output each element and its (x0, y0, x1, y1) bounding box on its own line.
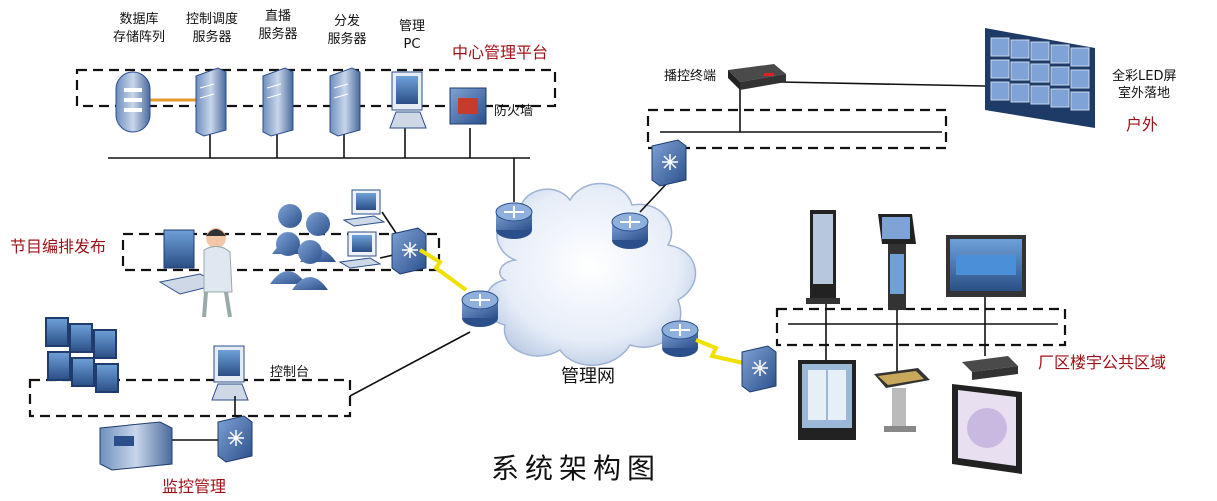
center-platform-boundary (75, 68, 557, 108)
wireless-link-icon (695, 338, 749, 366)
public-area-boundary (775, 307, 1067, 347)
nvr-icon (99, 421, 173, 471)
wireless-link-icon (418, 248, 468, 292)
server-icon (329, 67, 361, 137)
zone-label-monitor: 监控管理 (162, 477, 226, 496)
server-icon (262, 67, 294, 137)
touch-kiosk-icon (878, 214, 916, 310)
media-player-icon (962, 356, 1018, 380)
router-icon (495, 202, 533, 239)
outdoor-boundary (646, 108, 948, 150)
firewall-icon (449, 87, 487, 125)
monitor-boundary (28, 378, 352, 418)
wall-display-icon (946, 235, 1026, 297)
device-label-live-1: 直播 (265, 9, 291, 24)
cloud-label: 管理网 (561, 366, 615, 387)
device-label-database-2: 存储阵列 (113, 30, 165, 45)
link-line (381, 211, 399, 237)
device-label-control-1: 控制调度 (186, 11, 238, 27)
device-label-database-1: 数据库 (119, 11, 158, 27)
led-label-2: 室外落地 (1118, 85, 1170, 101)
laptop-icon (338, 231, 382, 269)
video-wall-icon (45, 317, 119, 393)
device-label-control-2: 服务器 (192, 29, 231, 45)
table-kiosk-icon (874, 368, 930, 432)
switch-icon (217, 415, 253, 463)
zone-label-outdoor: 户外 (1126, 115, 1158, 134)
floor-display-icon (798, 360, 856, 440)
router-icon (611, 212, 649, 249)
player-terminal-label: 播控终端 (664, 68, 716, 84)
center-platform-group: 数据库 存储阵列 控制调度 服务器 直播 服务器 分发 服务器 管理 PC 防火… (75, 9, 557, 159)
zone-label-center: 中心管理平台 (452, 43, 548, 62)
led-wall-icon (985, 28, 1095, 128)
device-label-dist-2: 服务器 (327, 31, 366, 47)
public-area-group: 厂区楼宇公共区域 (695, 210, 1166, 474)
switch-icon (391, 227, 427, 275)
device-label-dist-1: 分发 (334, 13, 360, 29)
switch-icon (651, 139, 687, 187)
switch-icon (741, 345, 777, 393)
console-label: 控制台 (270, 365, 309, 380)
firewall-label: 防火墙 (494, 103, 533, 119)
monitor-pc-icon (211, 345, 249, 401)
operator-icon (158, 228, 233, 318)
server-icon (195, 67, 227, 137)
device-label-pc-1: 管理 (399, 19, 425, 34)
link-line (349, 331, 471, 397)
users-icon (270, 204, 336, 290)
zone-label-publish: 节目编排发布 (10, 237, 106, 256)
link-line (779, 81, 986, 87)
database-storage-icon (115, 71, 151, 133)
device-label-live-2: 服务器 (258, 26, 297, 42)
device-label-pc-2: PC (404, 37, 421, 52)
standing-display-icon (806, 210, 840, 304)
laptop-icon (342, 189, 386, 227)
router-icon (661, 320, 699, 357)
monitor-group: 控制台 监控管理 (28, 317, 471, 496)
led-label-1: 全彩LED屏 (1112, 68, 1176, 84)
player-terminal-icon (728, 64, 786, 90)
frame-display-icon (952, 384, 1022, 474)
router-icon (461, 290, 499, 327)
management-pc-icon (389, 71, 427, 129)
zone-label-public: 厂区楼宇公共区域 (1038, 353, 1166, 372)
diagram-title: 系统架构图 (491, 452, 661, 485)
publish-group: 节目编排发布 (10, 189, 468, 318)
outdoor-group: 播控终端 全彩LED屏 室外落地 户外 (639, 28, 1176, 213)
